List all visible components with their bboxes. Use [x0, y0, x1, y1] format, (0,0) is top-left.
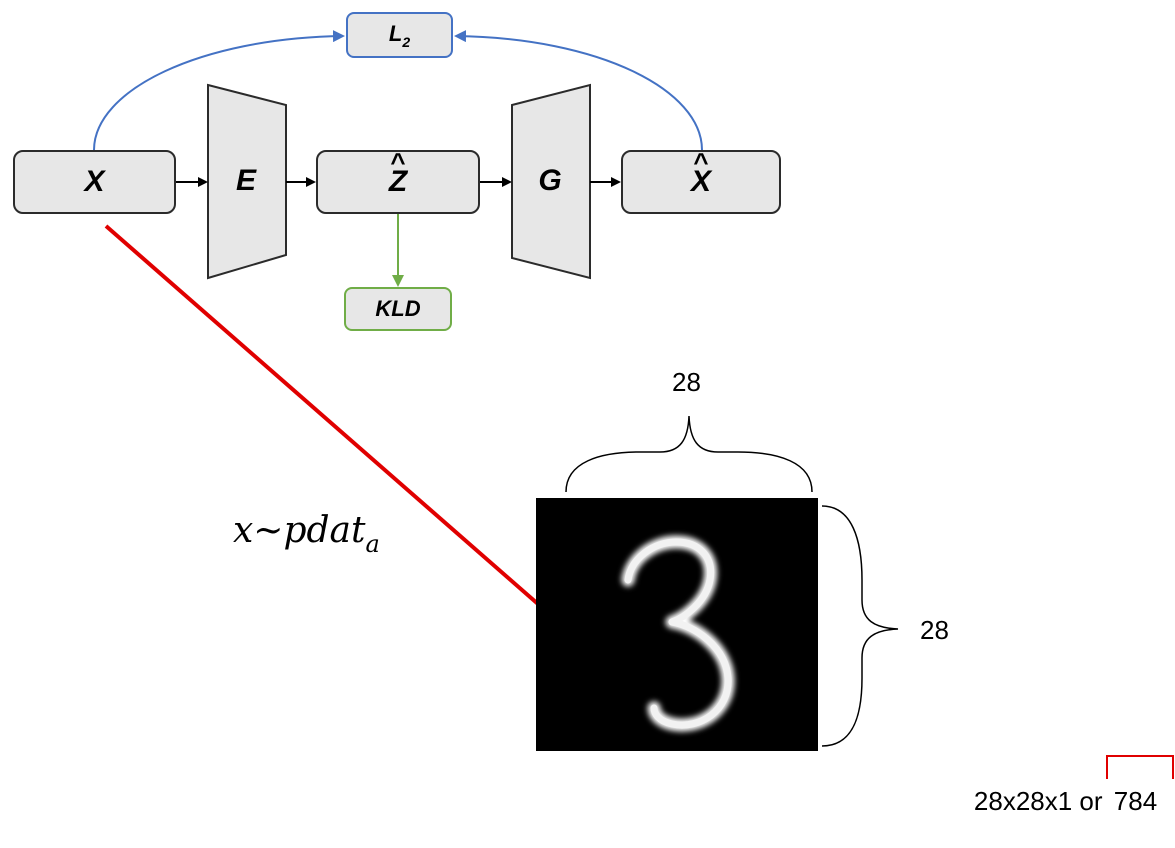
diagram-canvas [93, 30, 1174, 779]
height-label: 28 [920, 615, 949, 645]
digit-three-icon [621, 535, 735, 732]
kld-loss-node: KLD [344, 287, 452, 331]
latent-z-label: Z [388, 165, 408, 198]
reconstruction-xhat-label: X [690, 165, 711, 198]
width-brace [565, 415, 813, 493]
height-brace [821, 505, 899, 747]
l2-loss-node: L2 [346, 12, 453, 58]
vae-diagram: X E ^Z G ^X L2 KLD x~pdata 28 28 28x28x1… [13, 12, 1174, 816]
reconstruction-xhat-node: ^X [621, 147, 781, 214]
l2-edge-from-x [93, 30, 345, 151]
l2-label: L [388, 20, 403, 46]
l2-subscript: 2 [402, 33, 411, 50]
input-x-label: X [84, 165, 105, 198]
shape-text: 28x28x1 or [973, 786, 1110, 816]
distribution-base: x~pdat [233, 510, 366, 551]
flat-size-text: 784 [1113, 786, 1158, 816]
generator-block [511, 83, 591, 280]
mnist-digit-image [536, 498, 818, 751]
width-label: 28 [672, 367, 701, 397]
flat-size-highlight [1106, 755, 1174, 779]
distribution-subscript: a [365, 530, 380, 558]
encoder-label: E [235, 164, 256, 197]
kld-label: KLD [375, 296, 421, 321]
generator-label: G [538, 164, 562, 197]
hat-icon: ^ [693, 147, 709, 177]
sample-link-line [104, 224, 548, 613]
encoder-block [207, 83, 287, 280]
input-x-node: X [13, 150, 176, 214]
distribution-label: x~pdata [233, 510, 380, 558]
shape-label: 28x28x1 or 784 [945, 755, 1157, 848]
latent-z-node: ^Z [316, 147, 480, 214]
hat-icon: ^ [390, 147, 406, 177]
l2-edge-from-xhat [454, 30, 703, 151]
